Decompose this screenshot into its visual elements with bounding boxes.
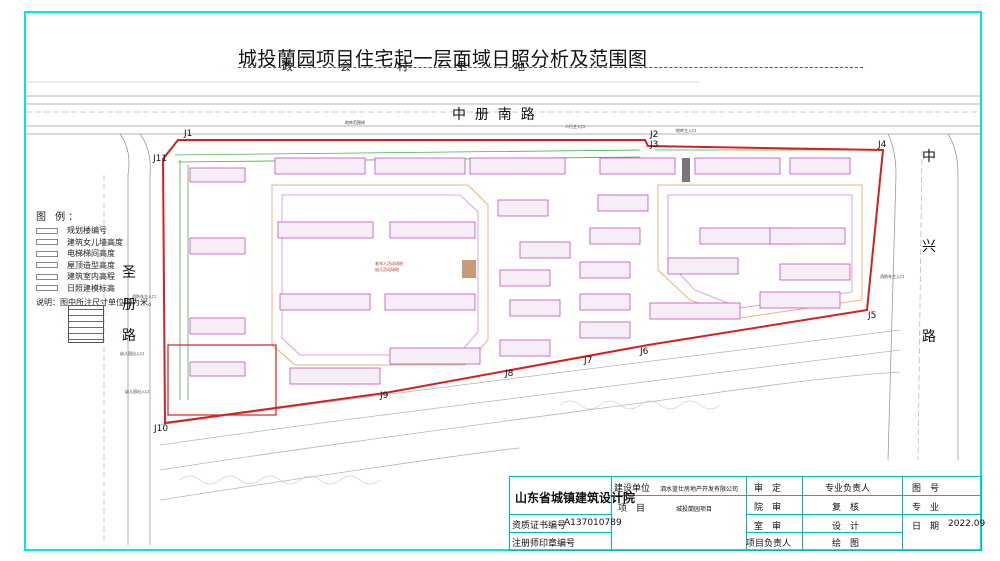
top-road-char-3: 生: [456, 60, 467, 73]
legend-swatch: [36, 227, 58, 234]
legend-label: 日照建模标高: [67, 283, 115, 293]
point-label-j11: J11: [153, 154, 168, 164]
west-road-char-1: 册: [122, 297, 136, 313]
east-road-char-2: 路: [922, 329, 936, 345]
east-road-lines: [887, 133, 959, 461]
point-label-j10: J10: [154, 424, 169, 434]
draw-label: 绘 图: [832, 539, 860, 549]
drawing-no-label: 图 号: [912, 484, 940, 494]
svg-text:幼儿园出入口: 幼儿园出入口: [120, 350, 144, 356]
legend-note: 说明：图中所注尺寸单位均为米。: [36, 298, 156, 307]
svg-text:地库范围线: 地库范围线: [345, 119, 365, 125]
west-road-char-0: 圣: [122, 265, 136, 281]
legend-row: 规划楼编号: [36, 225, 156, 237]
plan-annotations: 老年人活动场地 幼儿活动场地 地库范围线 人行主入口 地库主入口 消防车主入口 …: [120, 119, 904, 394]
top-road-char-0: 政: [282, 60, 293, 73]
svg-text:地库主入口: 地库主入口: [676, 127, 696, 133]
design-label: 设 计: [832, 522, 860, 532]
legend-heading: 图 例：: [36, 212, 82, 223]
pm-label: 项目负责人: [746, 539, 792, 549]
svg-text:消防车主入口: 消防车主入口: [880, 273, 904, 279]
room-label: 室 审: [754, 522, 782, 532]
title-block: 山东省城镇建筑设计院 资质证书编号 A137010789 注册师印章编号 建设单…: [509, 476, 986, 551]
point-label-j9: J9: [380, 391, 389, 401]
approve-label: 审 定: [754, 484, 782, 494]
legend-label: 建筑室内高程: [67, 272, 115, 282]
tower-mark: [682, 158, 690, 182]
svg-text:幼儿活动场地: 幼儿活动场地: [375, 266, 399, 272]
north-road-lines: [26, 81, 980, 135]
legend-row: 建筑女儿墙高度: [36, 237, 156, 249]
svg-text:老年人活动场地: 老年人活动场地: [375, 260, 403, 266]
page-title: 城投蘭园项目住宅起一层面域日照分析及范围图: [238, 48, 648, 70]
legend-swatch: [36, 262, 58, 269]
legend-swatch: [36, 239, 58, 246]
point-label-j5: J5: [868, 311, 877, 321]
legend-label: 电梯梯间高度: [67, 249, 115, 259]
legend-row: 屋顶造型高度: [36, 260, 156, 272]
point-label-j2: J2: [650, 130, 659, 140]
north-road-name: 中 册 南 路: [452, 107, 535, 123]
point-label-j4: J4: [878, 140, 887, 150]
major-label: 专 业: [912, 503, 940, 513]
kindergarten-block: [167, 344, 277, 416]
east-road-char-0: 中: [922, 149, 936, 165]
legend-swatch: [36, 250, 58, 257]
title-underline: [238, 67, 863, 68]
project-label: 项 目: [618, 504, 646, 514]
top-road-char-1: 会: [340, 60, 351, 73]
plaza-mark: [462, 260, 476, 278]
chief-label: 专业负责人: [825, 484, 871, 494]
point-label-j3: J3: [650, 140, 659, 150]
west-road-lines: [103, 133, 151, 545]
cert-label: 资质证书编号: [512, 521, 567, 531]
dean-label: 院 审: [754, 503, 782, 513]
point-label-j7: J7: [584, 356, 593, 366]
sheet-frame: [24, 11, 982, 551]
date-value: 2022.09: [948, 519, 986, 529]
top-road-char-2: 村: [397, 60, 408, 73]
client-name: 泗水蓝仕房地产开发有限公司: [660, 486, 739, 493]
site-boundary: [161, 139, 885, 425]
cert-number: A137010789: [564, 518, 622, 528]
buildings: [189, 157, 851, 385]
legend-row: 电梯梯间高度: [36, 248, 156, 260]
east-road-char-1: 兴: [922, 239, 936, 255]
landscape-paths: [271, 184, 863, 366]
point-label-j1: J1: [184, 129, 193, 139]
legend-swatch: [36, 285, 58, 292]
reg-seal-label: 注册师印章编号: [512, 539, 576, 549]
legend: 图 例： 规划楼编号 建筑女儿墙高度 电梯梯间高度 屋顶造型高度 建筑室内高程 …: [36, 208, 156, 308]
top-road-char-4: 地: [514, 60, 525, 73]
legend-label: 规划楼编号: [67, 226, 107, 236]
svg-text:消防车主入口: 消防车主入口: [132, 293, 156, 299]
recheck-label: 复 核: [832, 503, 860, 513]
legend-label: 屋顶造型高度: [67, 260, 115, 270]
river-belt: [159, 329, 901, 501]
point-label-j8: J8: [505, 369, 514, 379]
client-label: 建设单位: [614, 484, 651, 494]
legend-label: 建筑女儿墙高度: [67, 237, 123, 247]
design-institute-name: 山东省城镇建筑设计院: [515, 491, 636, 505]
legend-swatch: [36, 273, 58, 280]
date-label: 日 期: [912, 522, 940, 532]
west-road-char-2: 路: [122, 328, 136, 344]
point-label-j6: J6: [640, 347, 649, 357]
shadow-scale-table: [68, 305, 104, 343]
svg-text:人行主入口: 人行主入口: [565, 123, 585, 129]
legend-row: 建筑室内高程: [36, 271, 156, 283]
project-name: 城投蘭园项目: [676, 506, 713, 513]
legend-row: 日照建模标高: [36, 283, 156, 295]
svg-text:幼儿园出入口: 幼儿园出入口: [125, 388, 149, 394]
